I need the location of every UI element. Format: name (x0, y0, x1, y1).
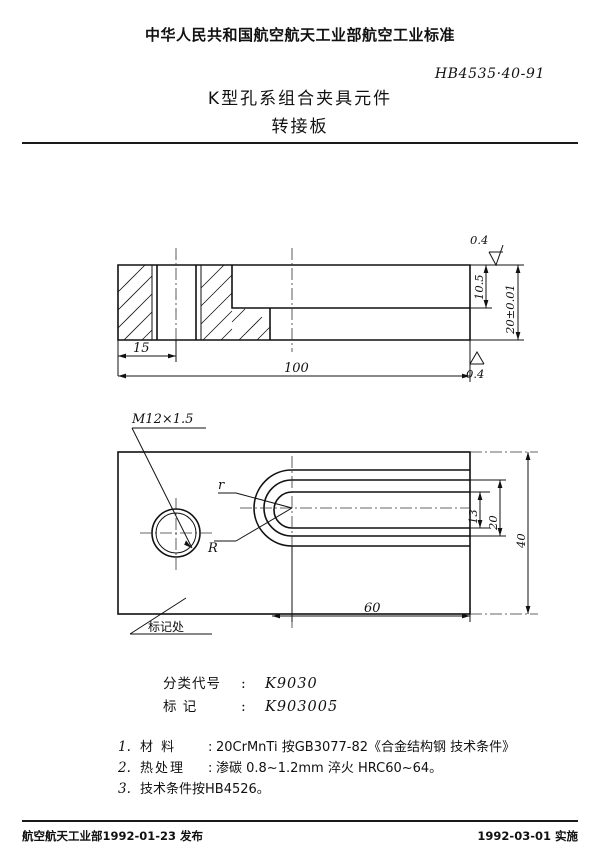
roughness-symbol-top: 0.4 (470, 233, 504, 267)
ministry-heading: 中华人民共和国航空航天工业部航空工业标准 (144, 26, 455, 44)
spec-value-classification: K9030 (265, 676, 318, 692)
note-row-heat-treatment: 2. 热处理 : 渗碳 0.8~1.2mm 淬火 HRC60~64。 (118, 757, 588, 778)
note-row-material: 1. 材 料 : 20CrMnTi 按GB3077-82《合金结构钢 技术条件》 (118, 736, 588, 757)
spec-value-designation: K903005 (265, 699, 339, 715)
thread-callout: M12×1.5 (131, 412, 206, 549)
spec-label-designation: 标 记 (163, 699, 198, 715)
note-number-1: 1. (118, 739, 131, 755)
note-row-tech-conditions: 3. 技术条件按HB4526。 (118, 778, 588, 799)
dim-100-label: 100 (284, 361, 309, 376)
roughness-symbol-bottom: 0.4 (466, 351, 485, 381)
dimension-15: 15 (117, 340, 177, 376)
note-body-heat-treatment: 渗碳 0.8~1.2mm 淬火 HRC60~64。 (216, 761, 443, 776)
dim-40-label: 40 (514, 533, 528, 549)
mark-note-leader: 标记处 (129, 597, 212, 635)
top-view-step-line (231, 265, 470, 309)
dimension-13: 13 (466, 491, 490, 529)
note-body-tech-conditions: 技术条件按HB4526。 (140, 782, 270, 797)
note-number-2: 2. (118, 760, 131, 776)
standard-number: HB4535·40-91 (434, 66, 545, 82)
plan-view: r R M12×1.5 标记处 (117, 412, 538, 635)
note-sep-1: : (208, 740, 213, 755)
roughness-top-label: 0.4 (470, 233, 488, 247)
technical-drawing: 15 100 10.5 (117, 233, 538, 635)
note-number-3: 3. (118, 781, 131, 797)
note-key-heat-treatment: 热处理 (140, 761, 186, 776)
footer-effective-info: 1992-03-01 实施 (477, 829, 578, 843)
top-view-section: 15 100 10.5 (117, 233, 524, 382)
mark-note-label: 标记处 (148, 620, 184, 634)
section-hatching-right (200, 264, 271, 341)
note-sep-2: : (208, 761, 213, 776)
classification-block: 分类代号 : K9030 标 记 : K903005 (163, 672, 338, 718)
dim-60-label: 60 (364, 601, 381, 616)
spec-label-classification: 分类代号 (163, 676, 221, 692)
dim-10-5-label: 10.5 (472, 274, 486, 300)
page-title: K型孔系组合夹具元件 (207, 89, 393, 109)
dim-20-tol-label: 20±0.01 (503, 284, 517, 335)
slot-inner-profile (273, 491, 470, 529)
note-body-material: 20CrMnTi 按GB3077-82《合金结构钢 技术条件》 (216, 740, 516, 755)
technical-notes: 1. 材 料 : 20CrMnTi 按GB3077-82《合金结构钢 技术条件》… (118, 736, 588, 799)
plan-outline (117, 451, 471, 615)
dimension-100: 100 (118, 340, 471, 382)
roughness-bottom-label: 0.4 (466, 367, 484, 381)
dimension-20-tolerance: 20±0.01 (470, 264, 524, 341)
spec-colon-classification: : (241, 676, 246, 692)
slot-outer-edge (253, 469, 470, 547)
radius-large-label: R (207, 541, 218, 556)
top-view-outline (117, 264, 471, 341)
dimension-10-5: 10.5 (470, 264, 492, 309)
radius-small-label: r (218, 478, 225, 493)
spec-row-classification: 分类代号 : K9030 (163, 672, 338, 695)
dim-13-label: 13 (466, 509, 480, 524)
footer-issue-info: 航空航天工业部1992-01-23 发布 (22, 829, 204, 843)
radius-small-leader: r (218, 478, 293, 509)
footer-divider (22, 820, 578, 822)
radius-large-leader: R (207, 507, 293, 556)
dimension-40: 40 (470, 451, 538, 615)
header-divider (22, 142, 578, 144)
dimension-20: 20 (470, 479, 506, 537)
section-hatching-left (117, 264, 153, 341)
dimension-60: 60 (272, 546, 471, 622)
page-subtitle: 转接板 (271, 117, 329, 137)
spec-colon-designation: : (241, 699, 246, 715)
spec-row-designation: 标 记 : K903005 (163, 695, 338, 718)
dim-15-label: 15 (133, 341, 150, 356)
thread-callout-label: M12×1.5 (131, 412, 193, 427)
note-key-material: 材 料 (140, 740, 177, 755)
dim-20-label: 20 (486, 515, 500, 531)
